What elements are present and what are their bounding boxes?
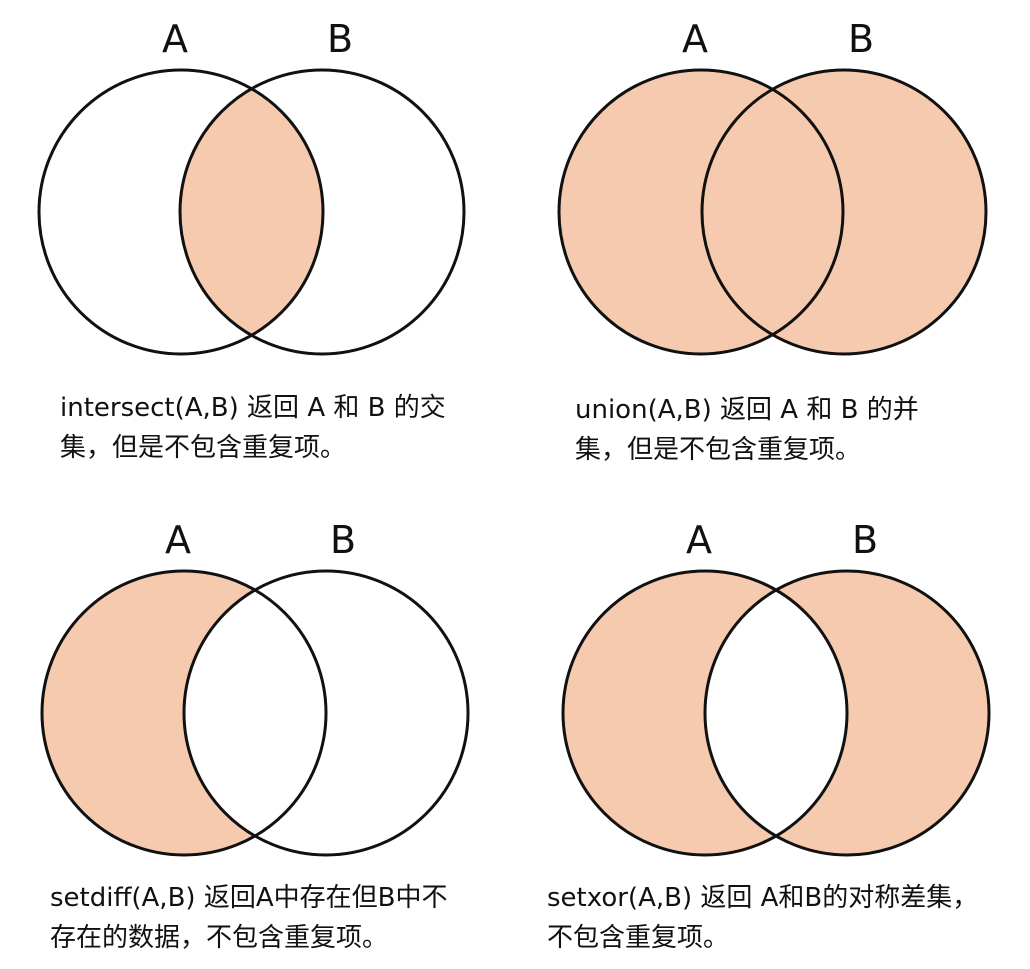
set-b-label: B [851,518,879,562]
set-b-circle [178,68,466,356]
caption-line-1: union(A,B) 返回 A 和 B 的并 [575,395,919,425]
intersect-venn-diagram [37,68,466,356]
caption-line-1: intersect(A,B) 返回 A 和 B 的交 [60,393,446,423]
set-b-label: B [847,17,875,61]
venn-panel-intersect: A B intersect(A,B) 返回 A 和 B 的交 集，但是不包含重复… [0,0,515,485]
set-a-circle [557,68,845,356]
caption-line-2: 集，但是不包含重复项。 [60,433,347,463]
set-b-circle [700,68,988,356]
set-a-circle [37,68,325,356]
caption-line-2: 不包含重复项。 [547,923,730,953]
venn-panel-union: A B union(A,B) 返回 A 和 B 的并 集，但是不包含重复项。 [515,0,1030,485]
set-a-label: A [162,17,188,61]
caption-line-1: setdiff(A,B) 返回A中存在但B中不 [50,883,448,913]
set-a-circle [561,569,849,857]
set-b-label: B [326,17,354,61]
caption-line-2: 存在的数据，不包含重复项。 [50,923,389,953]
setdiff-caption: setdiff(A,B) 返回A中存在但B中不 存在的数据，不包含重复项。 [50,878,447,958]
intersect-caption: intersect(A,B) 返回 A 和 B 的交 集，但是不包含重复项。 [60,388,446,468]
union-venn-diagram [557,68,988,356]
set-a-label: A [686,518,712,562]
caption-line-2: 集，但是不包含重复项。 [575,435,862,465]
venn-panel-setxor: A B setxor(A,B) 返回 A和B的对称差集， 不包含重复项。 [515,485,1030,969]
venn-panel-setdiff: A B setdiff(A,B) 返回A中存在但B中不 存在的数据，不包含重复项… [0,485,515,969]
set-b-circle [703,569,991,857]
set-b-circle [182,569,470,857]
intersection-cleared-region [705,571,847,855]
set-a-label: A [682,17,708,61]
set-a-circle [40,569,328,857]
setdiff-venn-diagram [40,569,470,857]
caption-line-1: setxor(A,B) 返回 A和B的对称差集， [547,883,979,913]
setxor-caption: setxor(A,B) 返回 A和B的对称差集， 不包含重复项。 [547,878,978,958]
setxor-venn-diagram [561,569,991,857]
set-b-label: B [329,518,357,562]
set-a-label: A [165,518,191,562]
union-caption: union(A,B) 返回 A 和 B 的并 集，但是不包含重复项。 [575,390,919,470]
